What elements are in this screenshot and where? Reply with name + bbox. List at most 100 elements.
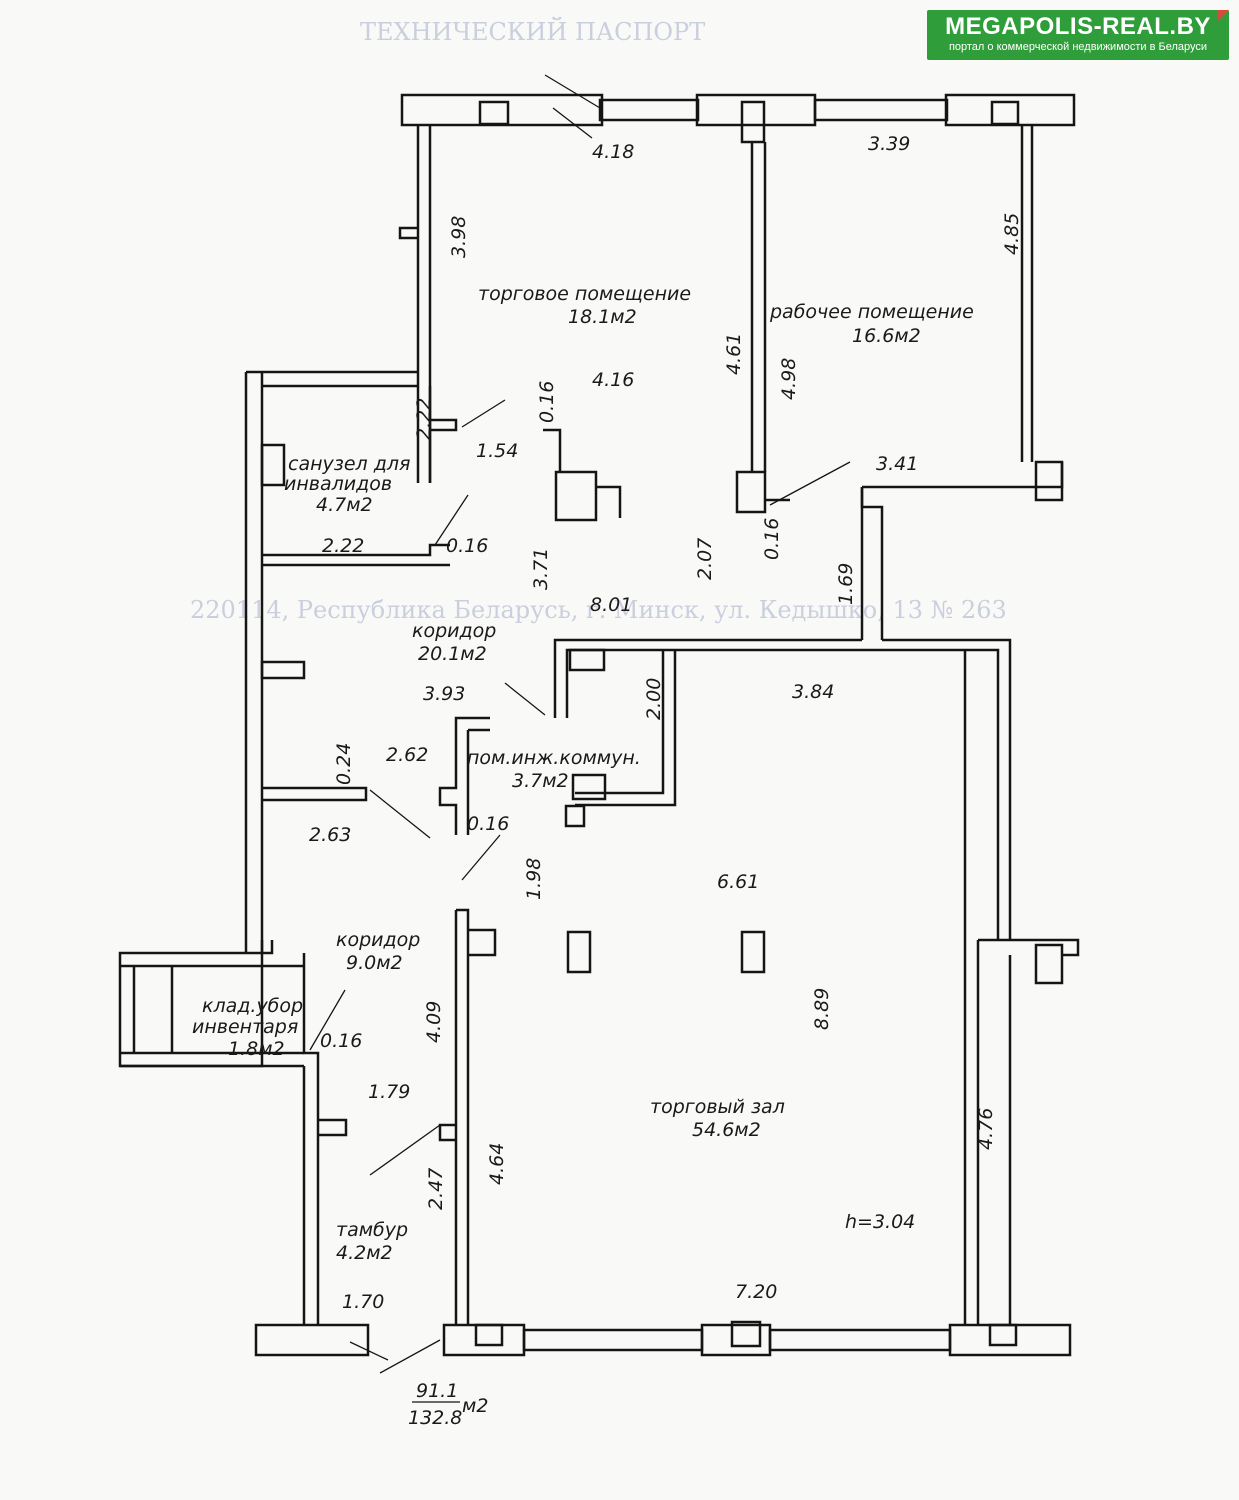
- dimension-label: 4.18: [592, 141, 634, 163]
- wc-column: [260, 443, 286, 487]
- right-step-wall: [862, 462, 1064, 489]
- dimension-label: 2.07: [694, 538, 716, 580]
- ghost-doc-header: ТЕХНИЧЕСКИЙ ПАСПОРТ: [360, 16, 705, 46]
- shop-room-bottom-wall: [543, 428, 562, 472]
- room-label-work: рабочее помещение: [769, 301, 974, 323]
- room-label-corridor-1: коридор: [412, 620, 496, 642]
- utility-vent: [564, 804, 586, 828]
- dimension-label: 4.98: [778, 358, 800, 400]
- area-totals: 91.1 132.8 м2: [408, 1380, 488, 1429]
- utility-column: [568, 648, 606, 672]
- dimension-label: 0.16: [761, 518, 783, 560]
- room-area-sales-hall: 54.6м2: [692, 1119, 761, 1141]
- dimension-label: 2.62: [386, 744, 428, 766]
- top-wall-mid-pier: [695, 93, 817, 127]
- top-wall-column: [478, 100, 510, 126]
- bottom-wall-column: [474, 1323, 504, 1347]
- dimension-label: 1.79: [368, 1081, 410, 1103]
- dimension-labels: 4.18 3.39 3.98 4.85 4.61 4.98 4.16 0.16 …: [309, 133, 1023, 1313]
- dimension-label: 8.89: [811, 988, 833, 1030]
- utility-wall: [575, 650, 665, 795]
- right-wall-column: [1034, 943, 1064, 985]
- dimension-label: 3.84: [792, 681, 834, 703]
- room-area-corridor-1: 20.1м2: [418, 643, 487, 665]
- sales-hall-top-wall: [675, 648, 1000, 940]
- room-label-vestibule: тамбур: [336, 1219, 408, 1241]
- dimension-label: 3.93: [423, 683, 465, 705]
- dimension-label: 2.00: [643, 678, 665, 720]
- dimension-label: 4.85: [1001, 213, 1023, 255]
- shop-room-bottom-wall: [430, 418, 458, 432]
- total-area-top: 91.1: [416, 1380, 458, 1402]
- sales-hall-inner-wall: [468, 928, 497, 957]
- wc-bottom-wall: [262, 543, 450, 557]
- dimension-label: 0.24: [333, 743, 355, 785]
- dimension-label: 0.16: [467, 813, 509, 835]
- corridor-wall: [262, 786, 368, 802]
- room-label-shop: торговое помещение: [478, 283, 691, 305]
- top-wall-right-pier: [944, 93, 1076, 127]
- dimension-label: 0.16: [536, 381, 558, 423]
- walls: [118, 93, 1080, 1357]
- dimension-label: 2.63: [309, 824, 351, 846]
- dimension-label: 3.41: [876, 453, 918, 475]
- storage-right-wall: [260, 940, 274, 955]
- bottom-wall-column: [988, 1323, 1018, 1347]
- right-wall-jog: [978, 938, 1080, 957]
- room-bottom-wall: [596, 485, 622, 518]
- sales-hall-top-wall: [882, 638, 1012, 940]
- dimension-label: 1.70: [342, 1291, 384, 1313]
- vestibule-nib: [438, 1123, 456, 1142]
- dimension-label: 2.47: [425, 1168, 447, 1210]
- dimension-label: 8.01: [590, 594, 632, 616]
- room-label-storage-line2: инвентаря: [192, 1016, 298, 1038]
- dimension-label: 3.71: [530, 548, 552, 590]
- dimension-label: 1.54: [476, 440, 518, 462]
- top-wall-column: [740, 100, 766, 144]
- bottom-window-1: [522, 1328, 704, 1352]
- room-label-wc-line1: санузел для: [288, 453, 410, 475]
- site-tagline: портал о коммерческой недвижимости в Бел…: [948, 41, 1208, 53]
- dimension-label: 0.16: [446, 535, 488, 557]
- bottom-left-pier: [254, 1323, 370, 1357]
- top-window-2: [813, 98, 949, 122]
- dimension-label: 4.76: [975, 1108, 997, 1150]
- bottom-wall-pier: [442, 1323, 526, 1357]
- room-area-utility: 3.7м2: [512, 770, 569, 792]
- top-window-1: [598, 98, 700, 122]
- utility-column: [571, 773, 607, 801]
- dimension-label: 0.16: [320, 1030, 362, 1052]
- dimension-label: 4.61: [723, 333, 745, 375]
- room-label-storage-line1: клад.убор: [202, 995, 303, 1017]
- site-logo-badge[interactable]: MEGAPOLIS-REAL.BY портал о коммерческой …: [927, 10, 1229, 60]
- dimension-label: 4.09: [423, 1001, 445, 1043]
- dimension-label: 4.64: [486, 1143, 508, 1185]
- top-wall-column: [990, 100, 1020, 126]
- top-wall-left-pier: [400, 93, 604, 127]
- room-label-sales-hall: торговый зал: [650, 1096, 785, 1118]
- sales-hall-column: [566, 930, 592, 974]
- room-area-storage: 1.8м2: [228, 1038, 285, 1060]
- column: [735, 470, 767, 514]
- dimension-label: 2.22: [322, 535, 364, 557]
- room-area-vestibule: 4.2м2: [336, 1242, 393, 1264]
- storage-right-wall: [302, 953, 320, 1066]
- dimension-label: 3.39: [868, 133, 910, 155]
- right-wall-column: [1034, 460, 1064, 502]
- dimension-label: 2.22: [413, 398, 435, 440]
- total-area-bottom: 132.8: [408, 1407, 462, 1429]
- dimension-label: 6.61: [717, 871, 759, 893]
- room-area-corridor-2: 9.0м2: [346, 952, 403, 974]
- vestibule-nib: [318, 1118, 348, 1137]
- corridor-wall: [456, 908, 470, 1325]
- utility-left-wall: [438, 716, 490, 835]
- badge-corner-fold: [1217, 10, 1229, 22]
- bottom-window-2: [768, 1328, 952, 1352]
- room-area-work: 16.6м2: [852, 325, 921, 347]
- room-label-corridor-2: коридор: [336, 929, 420, 951]
- dimension-label: 1.69: [835, 563, 857, 605]
- utility-wall: [565, 648, 675, 718]
- room-label-utility: пом.инж.коммун.: [467, 747, 641, 769]
- room-area-shop: 18.1м2: [568, 306, 637, 328]
